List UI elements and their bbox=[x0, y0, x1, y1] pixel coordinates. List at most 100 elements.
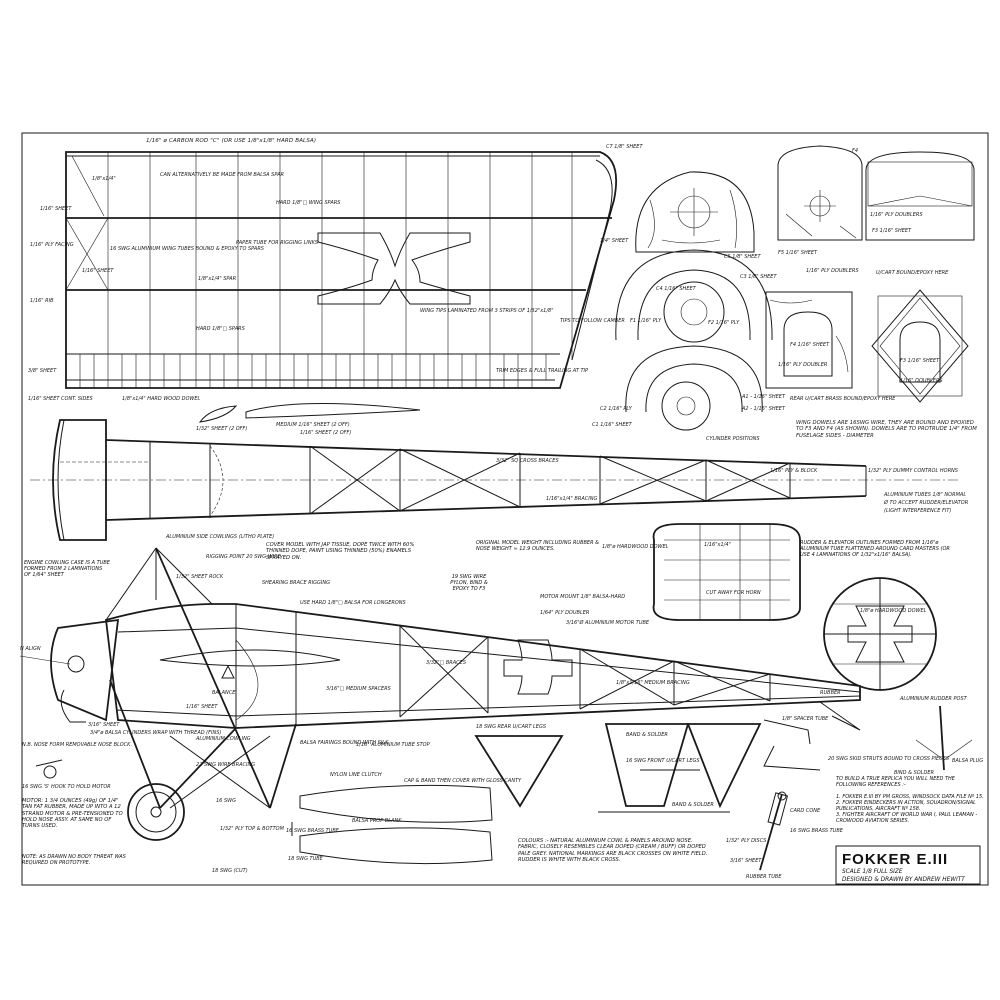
note-paper-tube: PAPER TUBE FOR RIGGING LINKS bbox=[236, 240, 319, 246]
note-wing-spars: HARD 1/8"□ WING SPARS bbox=[276, 200, 341, 206]
note-rudder-post: ALUMINIUM RUDDER POST bbox=[899, 696, 968, 702]
label-ply-doublers-2: 1/16" PLY DOUBLERS bbox=[806, 268, 859, 274]
label-f3-sheet: F3 1/16" SHEET bbox=[872, 228, 912, 234]
label-doublers: 1/16" DOUBLERS bbox=[900, 378, 943, 384]
note-wing-dowels-box: WING DOWELS ARE 16SWG WIRE, THEY ARE BOU… bbox=[796, 420, 977, 439]
drawing-scale: SCALE 1/8 FULL SIZE bbox=[842, 869, 903, 875]
note-cover-model-box: COVER MODEL WITH JAP TISSUE, DOPE TWICE … bbox=[266, 542, 415, 561]
note-balsa-cylinders: 3/4"ø BALSA CYLINDERS WRAP WITH THREAD (… bbox=[90, 730, 221, 736]
note-rudder-outlines: RUDDER & ELEVATOR OUTLINES FORMED FROM 1… bbox=[800, 540, 950, 559]
note-sheet-cont-sides: 1/16" SHEET CONT. SIDES bbox=[28, 396, 93, 402]
note-quarter-sheet: 1/4" SHEET bbox=[600, 238, 629, 244]
note-rudder-dowel: 1/8"ø HARDWOOD DOWEL bbox=[860, 608, 927, 614]
drawing-title: FOKKER E.III bbox=[842, 851, 948, 868]
note-medium-bracing: 1/8"x1/16" MEDIUM BRACING bbox=[616, 680, 690, 686]
note-balsa-plug: BALSA PLUG bbox=[952, 758, 983, 764]
note-tips-camber: TIPS TO FOLLOW CAMBER bbox=[560, 318, 625, 324]
note-interference: (LIGHT INTERFERENCE FIT) bbox=[884, 508, 951, 514]
undercarriage-leg-details bbox=[474, 723, 762, 813]
note-motor-box: MOTOR: 1 3/4 OUNCES (49g) OF 1/4" TAN FA… bbox=[22, 798, 123, 829]
note-carbon-rod: 1/16" ø CARBON ROD "C" (OR USE 1/8"x1/8"… bbox=[146, 138, 316, 144]
note-ply-doubler: 1/64" PLY DOUBLER bbox=[540, 610, 589, 616]
label-f1: F1 1/16" PLY bbox=[630, 318, 662, 324]
note-band-solder-2: BAND & SOLDER bbox=[672, 802, 714, 808]
label-ply-doublers-1: 1/16" PLY DOUBLERS bbox=[870, 212, 923, 218]
note-balsa-fairings: BALSA FAIRINGS BOUND WITH SILK bbox=[300, 740, 389, 746]
note-prop-blank: BALSA PROP BLANK bbox=[352, 818, 402, 824]
label-ucart-bound: U/CART BOUND/EPOXY HERE bbox=[876, 270, 949, 276]
label-rubber: RUBBER bbox=[820, 690, 841, 696]
note-pylon: 19 SWG WIRE PYLON, BIND & EPOXY TO F3 bbox=[450, 574, 488, 592]
note-skid-struts: 20 SWG SKID STRUTS BOUND TO CROSS PIECES bbox=[828, 756, 950, 762]
note-balsa-spar: CAN ALTERNATIVELY BE MADE FROM BALSA SPA… bbox=[160, 172, 284, 178]
note-ref-1: 1. FOKKER E.III BY PM GROSS, WINDSOCK DA… bbox=[836, 794, 984, 800]
label-a2: A2 - 1/16" SHEET bbox=[741, 406, 786, 412]
fuselage-side-view bbox=[19, 523, 937, 865]
formers-group bbox=[615, 145, 975, 431]
annotations: 1/16" ø CARBON ROD "C" (OR USE 1/8"x1/8"… bbox=[20, 138, 984, 883]
note-ply-block: 1/16" PLY & BLOCK bbox=[770, 468, 818, 474]
note-cross-braces: 3/32" SQ CROSS BRACES bbox=[496, 458, 559, 464]
label-c3: C3 1/8" SHEET bbox=[740, 274, 777, 280]
note-32-sheet: 1/32" SHEET (2 OFF) bbox=[196, 426, 247, 432]
note-medium-sheet: MEDIUM 1/16" SHEET (2 OFF) bbox=[276, 422, 350, 428]
note-general: NOTE: AS DRAWN NO BODY THREAT WAS REQUIR… bbox=[22, 854, 126, 866]
drawing-designer: DESIGNED & DRAWN BY ANDREW HEWITT bbox=[842, 877, 965, 883]
note-wing-sheet-2: 1/16" SHEET bbox=[40, 206, 72, 212]
label-c1: C1 1/16" SHEET bbox=[592, 422, 633, 428]
note-18swg-tube: 18 SWG TUBE bbox=[288, 856, 324, 862]
label-cylinder-positions: CYLINDER POSITIONS bbox=[706, 436, 760, 442]
label-f4-sheet: F4 1/16" SHEET bbox=[790, 342, 830, 348]
note-motor-mount: MOTOR MOUNT 1/8" BALSA-HARD bbox=[540, 594, 625, 600]
note-ref-2: 2. FOKKER EINDECKERS IN ACTION, SQUADRON… bbox=[836, 800, 976, 812]
note-rudder-outlines-box: RUDDER & ELEVATOR OUTLINES FORMED FROM 1… bbox=[800, 540, 950, 559]
note-rear-ucart-legs: 18 SWG REAR U/CART LEGS bbox=[476, 724, 547, 730]
note-spacers: 3/16"□ MEDIUM SPACERS bbox=[326, 686, 392, 692]
note-aluminium-cowling: ALUMINIUM COWLING bbox=[195, 736, 251, 742]
note-bind-solder: BIND & SOLDER bbox=[894, 770, 934, 776]
note-colours: COLOURS :- NATURAL ALUMINIUM COWL & PANE… bbox=[518, 838, 708, 863]
note-nose-block: N.B. NOSE FORM REMOVABLE NOSE BLOCK. bbox=[22, 742, 132, 748]
note-cover-model: COVER MODEL WITH JAP TISSUE, DOPE TWICE … bbox=[266, 542, 415, 561]
note-16-sheet: 1/16" SHEET (2 OFF) bbox=[300, 430, 351, 436]
note-refs-box: 1. FOKKER E.III BY PM GROSS, WINDSOCK DA… bbox=[836, 794, 984, 824]
note-trim-edges: TRIM EDGES & FULL TRAILING AT TIP bbox=[496, 368, 588, 374]
note-ref-3: 3. FIGHTER AIRCRAFT OF WORLD WAR I, PAUL… bbox=[836, 812, 978, 824]
note-tube-stop: 1/16" ALUMINIUM TUBE STOP bbox=[356, 742, 430, 748]
note-hardwood-dowel: 1/8"x1/4" HARD WOOD DOWEL bbox=[122, 396, 200, 402]
note-side-cowlings: ALUMINIUM SIDE COWLINGS (LITHO PLATE) bbox=[165, 534, 274, 540]
label-ply-doubler: 1/16" PLY DOUBLER bbox=[778, 362, 827, 368]
label-a1: A1 - 1/16" SHEET bbox=[741, 394, 786, 400]
note-rigging-point: RIGGING POINT 20 SWG WIRE bbox=[206, 554, 282, 560]
note-ply-facing: 1/16" PLY FACING bbox=[30, 242, 74, 248]
label-c7: C7 1/8" SHEET bbox=[606, 144, 643, 150]
note-cylinder-sheet: 3/16" SHEET bbox=[88, 722, 120, 728]
note-brass-tube: 16 SWG BRASS TUBE bbox=[286, 828, 340, 834]
note-wing-le-strip: 1/8"x1/4" bbox=[92, 176, 116, 182]
label-f4-top: F4 bbox=[852, 148, 858, 154]
note-hard-spars: HARD 1/8"□ SPARS bbox=[196, 326, 246, 332]
note-aluminium-tubes: ALUMINIUM TUBES 1/8" NORMAL bbox=[883, 492, 966, 498]
note-longerons: USE HARD 1/8"□ BALSA FOR LONGERONS bbox=[300, 600, 407, 606]
note-band-solder-1: BAND & SOLDER bbox=[626, 732, 668, 738]
note-accept-rudder: Ø TO ACCEPT RUDDER/ELEVATOR bbox=[883, 499, 968, 506]
tail-post-details bbox=[759, 705, 973, 871]
note-motor-tube: 3/16"Ø ALUMINIUM MOTOR TUBE bbox=[566, 619, 650, 626]
note-wing-dowels: WING DOWELS ARE 16SWG WIRE, THEY ARE BOU… bbox=[796, 420, 977, 439]
fuselage-top-view bbox=[30, 419, 960, 541]
drawing-border bbox=[21, 132, 989, 886]
note-control-horns: 1/32" PLY DUMMY CONTROL HORNS bbox=[868, 468, 959, 474]
label-rear-ucart: REAR U/CART BRASS BOUND/EPOXY HERE bbox=[790, 396, 896, 402]
note-line-clutch: NYLON LINE CLUTCH bbox=[330, 772, 382, 778]
label-c4: C4 1/16" SHEET bbox=[656, 286, 697, 292]
label-f5-sheet: F5 1/16" SHEET bbox=[778, 250, 818, 256]
note-n-align: N ALIGN bbox=[20, 646, 41, 652]
note-wing-sheet-1: 1/16" SHEET bbox=[82, 268, 114, 274]
note-wing-tips: WING TIPS LAMINATED FROM 3 STRIPS OF 1/3… bbox=[420, 308, 554, 314]
note-colours-box: COLOURS :- NATURAL ALUMINIUM COWL & PANE… bbox=[518, 838, 708, 863]
note-refs-title: TO BUILD A TRUE REPLICA YOU WILL NEED TH… bbox=[836, 776, 955, 788]
note-wing-tubes: 16 SWG ALUMINIUM WING TUBES BOUND & EPOX… bbox=[110, 246, 265, 252]
note-model-weight: ORIGINAL MODEL WEIGHT INCLUDING RUBBER &… bbox=[476, 540, 600, 552]
note-spar: 1/8"x1/4" SPAR bbox=[198, 276, 236, 282]
